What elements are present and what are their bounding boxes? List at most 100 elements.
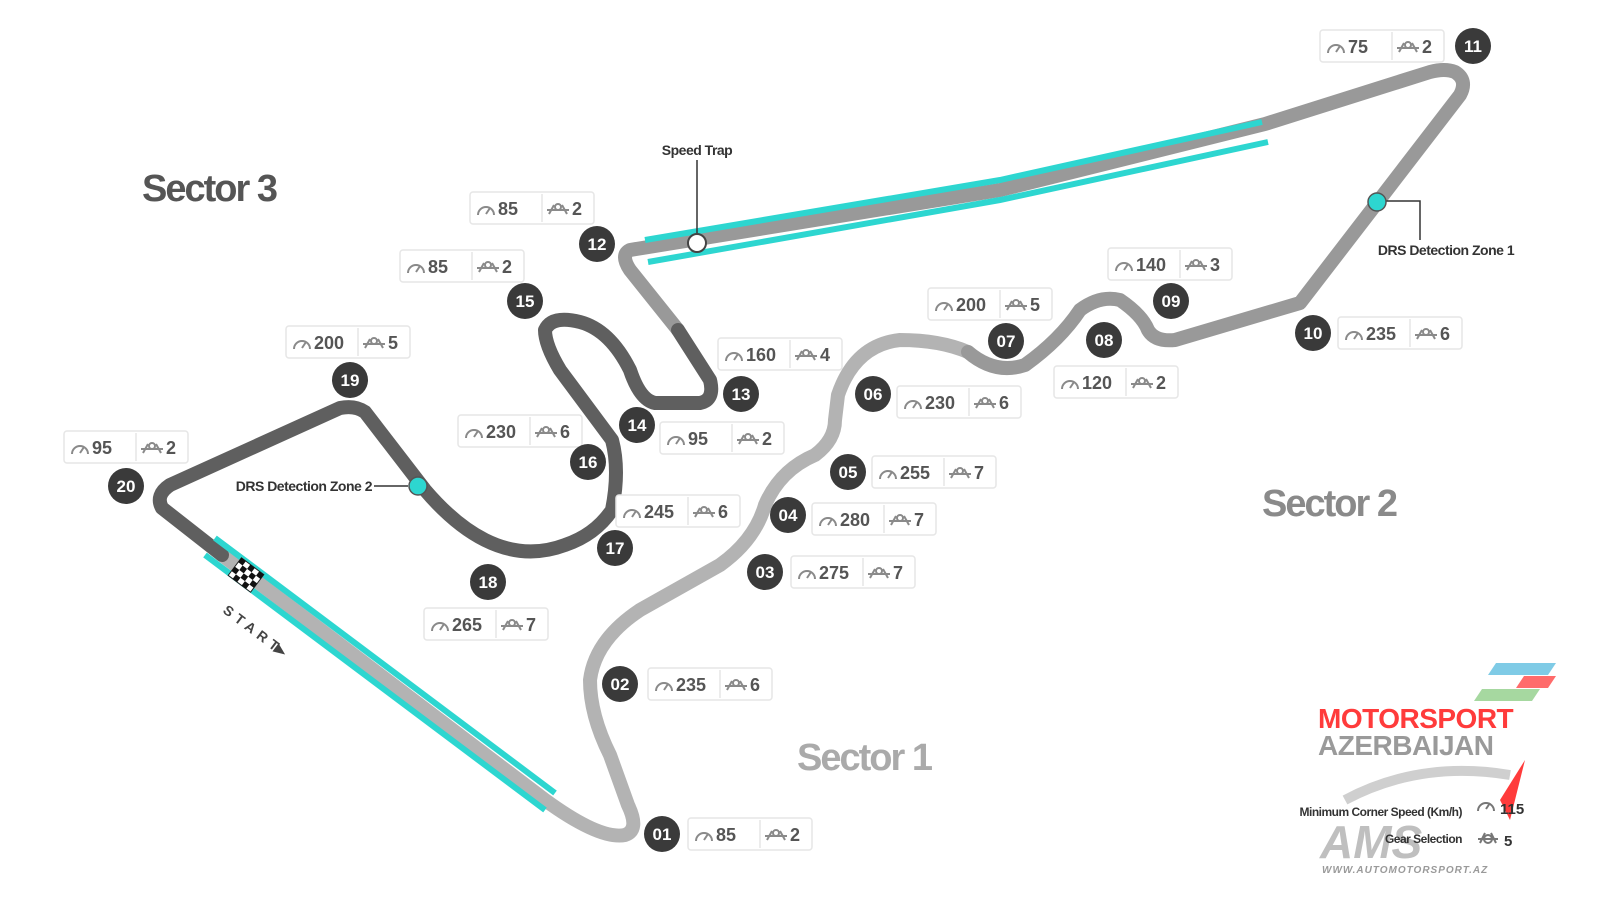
gear-icon bbox=[868, 567, 890, 579]
checkered-flag-icon bbox=[227, 557, 265, 593]
turn-number: 09 bbox=[1162, 292, 1181, 311]
speedometer-icon bbox=[695, 832, 713, 842]
turn-speed: 85 bbox=[498, 199, 518, 219]
drs-zone-straight-main bbox=[203, 552, 547, 813]
turn-gear: 2 bbox=[502, 257, 512, 277]
gear-icon bbox=[477, 261, 499, 273]
speedometer-icon bbox=[879, 470, 897, 480]
turn-speed: 255 bbox=[900, 463, 930, 483]
gear-icon bbox=[363, 337, 385, 349]
turn-gear: 3 bbox=[1210, 255, 1220, 275]
gear-icon bbox=[1397, 41, 1419, 53]
gear-icon bbox=[765, 829, 787, 841]
turn-gear: 4 bbox=[820, 345, 830, 365]
turn-gear: 5 bbox=[388, 333, 398, 353]
legend-speed-label: Minimum Corner Speed (Km/h) bbox=[1299, 805, 1462, 819]
turn-number: 15 bbox=[516, 292, 535, 311]
speedometer-icon bbox=[1327, 44, 1345, 54]
speedometer-icon bbox=[1115, 262, 1133, 272]
turn-number-badge bbox=[579, 226, 615, 262]
brand-url: WWW.AUTOMOTORSPORT.AZ bbox=[1322, 865, 1488, 876]
turn-gear: 2 bbox=[572, 199, 582, 219]
turn-info-box bbox=[399, 249, 525, 283]
turn-gear: 6 bbox=[560, 422, 570, 442]
turn-gear: 6 bbox=[750, 675, 760, 695]
speed-trap-callout: Speed Trap bbox=[662, 142, 733, 253]
turn-gear: 7 bbox=[893, 563, 903, 583]
turn-number: 19 bbox=[341, 371, 360, 390]
turn-number-badge bbox=[1455, 28, 1491, 64]
speedometer-icon bbox=[655, 682, 673, 692]
turn-gear: 7 bbox=[974, 463, 984, 483]
gear-icon bbox=[535, 426, 557, 438]
turn-number: 18 bbox=[479, 573, 498, 592]
turn-number-badge bbox=[470, 564, 506, 600]
gear-icon bbox=[889, 514, 911, 526]
turn-number: 06 bbox=[864, 385, 883, 404]
turn-speed: 160 bbox=[746, 345, 776, 365]
turn-speed: 245 bbox=[644, 502, 674, 522]
speedometer-icon bbox=[935, 302, 953, 312]
turn-info-box bbox=[285, 325, 411, 359]
turn-number: 14 bbox=[628, 416, 647, 435]
brand-line-2: AZERBAIJAN bbox=[1318, 730, 1493, 761]
turn-gear: 2 bbox=[1422, 37, 1432, 57]
brand-line-1: MOTORSPORT bbox=[1318, 703, 1514, 734]
gear-icon bbox=[737, 433, 759, 445]
turn-speed: 230 bbox=[925, 393, 955, 413]
drs-zone-straight-main-inner bbox=[213, 535, 557, 796]
drs-zone-2-label: DRS Detection Zone 2 bbox=[236, 478, 373, 494]
legend-speed-value: 115 bbox=[1500, 801, 1524, 818]
turn-info-box bbox=[63, 430, 189, 464]
drs-detection-zone-2: DRS Detection Zone 2 bbox=[236, 476, 428, 496]
gear-icon bbox=[1005, 299, 1027, 311]
turn-gear: 6 bbox=[718, 502, 728, 522]
turn-number-badge bbox=[747, 554, 783, 590]
gear-icon bbox=[795, 349, 817, 361]
legend: Minimum Corner Speed (Km/h) 115 Gear Sel… bbox=[1299, 801, 1524, 850]
track-sector-1 bbox=[215, 333, 975, 843]
track-sector-2 bbox=[618, 63, 1471, 375]
turn-speed: 275 bbox=[819, 563, 849, 583]
turn-number: 11 bbox=[1464, 37, 1482, 56]
turn-number: 02 bbox=[611, 675, 630, 694]
turn-info-box bbox=[717, 337, 843, 371]
turn-speed: 235 bbox=[676, 675, 706, 695]
turn-info-box bbox=[687, 817, 813, 851]
turn-info-box bbox=[1107, 247, 1233, 281]
turn-info-box bbox=[896, 385, 1022, 419]
turn-number-badge bbox=[570, 444, 606, 480]
gear-icon bbox=[1185, 259, 1207, 271]
track-layout bbox=[152, 63, 1471, 843]
turn-info-box bbox=[615, 494, 741, 528]
turn-gear: 2 bbox=[166, 438, 176, 458]
turn-number-badge bbox=[1086, 322, 1122, 358]
turn-number: 08 bbox=[1095, 331, 1114, 350]
turn-speed: 200 bbox=[314, 333, 344, 353]
turn-number: 20 bbox=[117, 477, 136, 496]
speed-trap-label: Speed Trap bbox=[662, 142, 732, 158]
turn-info-box bbox=[811, 502, 937, 536]
turn-number: 04 bbox=[779, 506, 798, 525]
turn-info-box bbox=[927, 287, 1053, 321]
turn-speed: 280 bbox=[840, 510, 870, 530]
speedometer-icon bbox=[431, 622, 449, 632]
drs-zone-back-straight bbox=[644, 119, 1263, 243]
turn-number: 01 bbox=[653, 825, 672, 844]
turn-speed: 95 bbox=[688, 429, 708, 449]
speedometer-icon bbox=[1477, 802, 1495, 812]
drs-zone-1-label: DRS Detection Zone 1 bbox=[1378, 242, 1515, 258]
turn-info-box bbox=[469, 191, 595, 225]
